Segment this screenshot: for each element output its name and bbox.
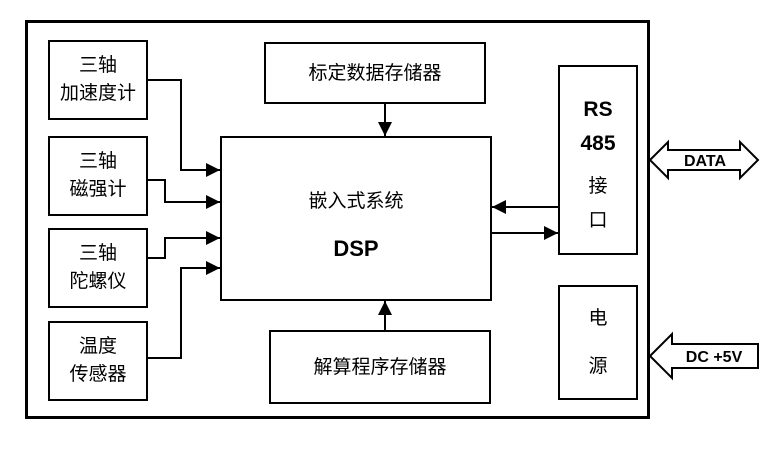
data-signal-arrow [648,139,760,181]
rs485-interface-block: RS 485 接 口 [558,65,638,255]
accel-to-dsp-connector [148,79,220,177]
accelerometer-line2: 加速度计 [59,82,136,104]
magnetometer-line1: 三轴 [78,150,117,172]
data-signal-label: DATA [684,153,727,170]
dc-power-arrow [648,331,759,381]
temperature-sensor-line2: 传感器 [69,363,127,385]
gyroscope-line1: 三轴 [78,242,117,264]
power-line1: 电 [588,307,608,329]
magnetometer-line2: 磁强计 [69,178,127,200]
temp-to-dsp-connector [148,261,220,359]
rs485-line2: 485 [580,132,616,155]
gyro-to-dsp-connector [148,231,220,259]
dsp-core-block: 嵌入式系统 DSP [220,136,492,301]
power-line2: 源 [588,355,608,377]
accelerometer-line1: 三轴 [78,54,117,76]
mag-to-dsp-connector [148,179,220,209]
calibration-memory-label: 标定数据存储器 [308,62,442,84]
temperature-sensor-line1: 温度 [78,335,117,357]
calibration-memory-block: 标定数据存储器 [264,42,486,104]
rs485-line3: 接 [588,175,608,197]
temperature-sensor-block: 温度 传感器 [48,321,148,401]
power-supply-block: 电 源 [558,285,638,400]
gyroscope-line2: 陀螺仪 [69,270,127,292]
magnetometer-block: 三轴 磁强计 [48,136,148,216]
accelerometer-block: 三轴 加速度计 [48,40,148,120]
dsp-label: DSP [333,236,379,261]
rs485-line1: RS [583,98,613,121]
solver-memory-block: 解算程序存储器 [269,330,491,404]
rs485-line4: 口 [588,209,608,231]
solver-memory-label: 解算程序存储器 [313,356,447,378]
gyroscope-block: 三轴 陀螺仪 [48,228,148,308]
dc-power-label: DC +5V [686,349,743,366]
embedded-system-label: 嵌入式系统 [308,190,404,212]
